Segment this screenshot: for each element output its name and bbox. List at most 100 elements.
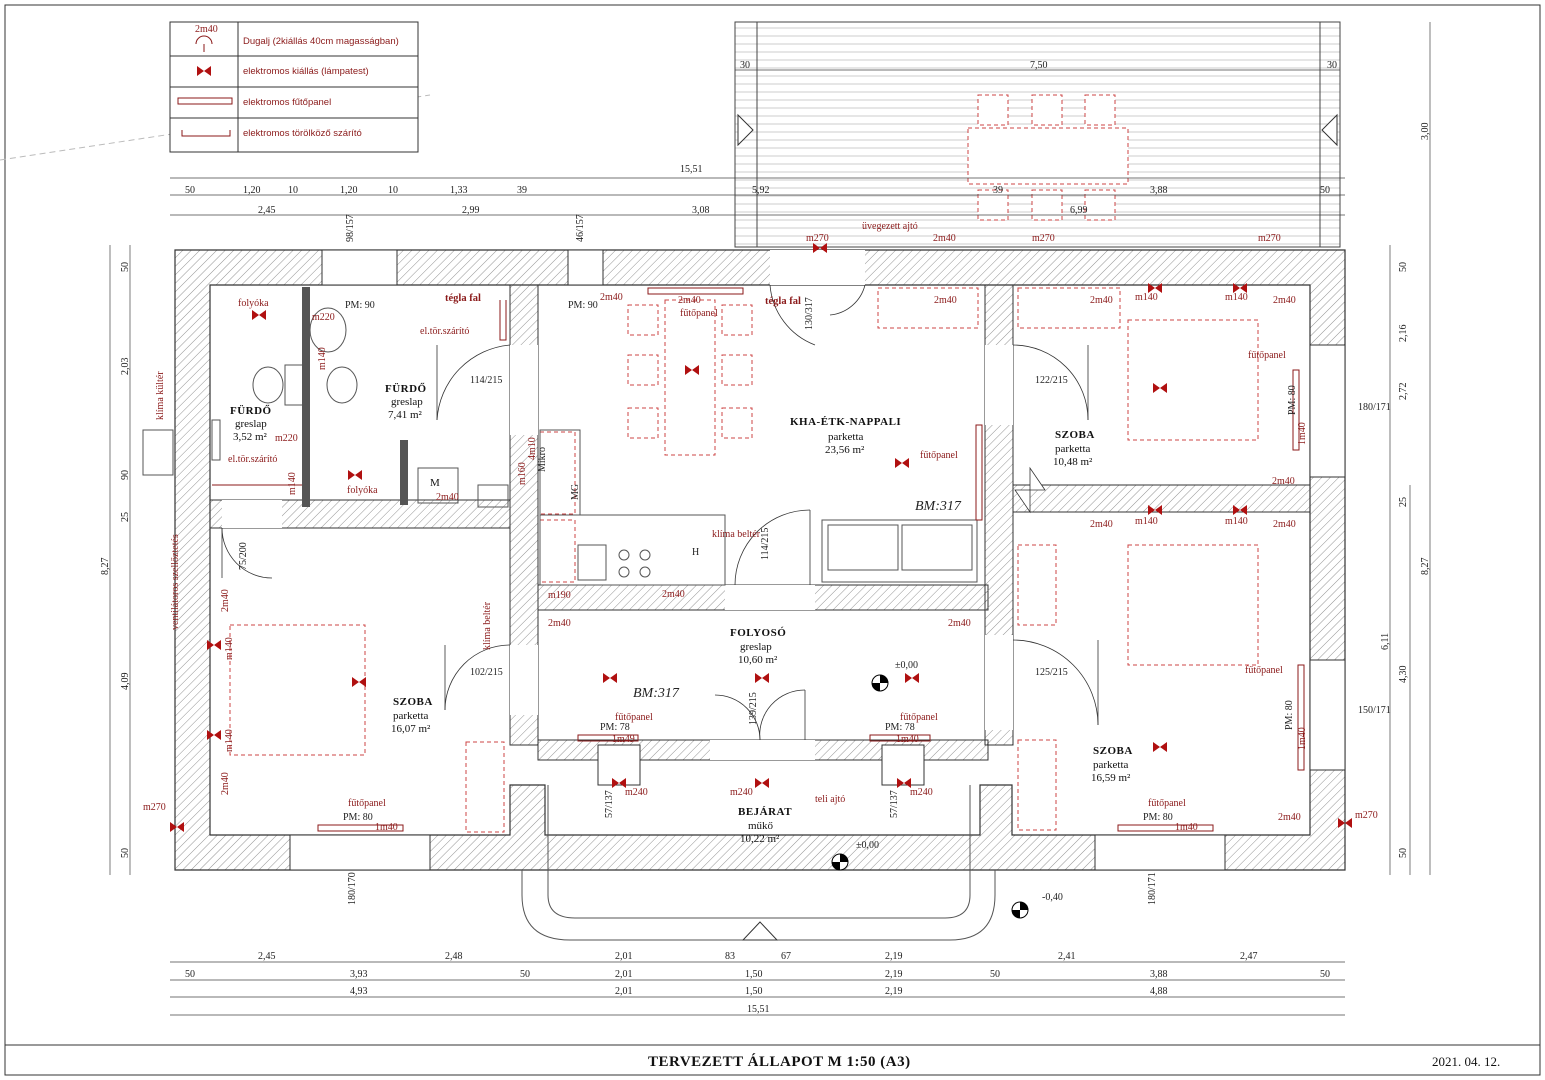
terrace xyxy=(734,21,1341,248)
dim-win-4: 150/171 xyxy=(1358,705,1391,716)
room-name-bath1: FÜRDŐ xyxy=(385,382,427,395)
label-bm-1: BM:317 xyxy=(915,499,962,514)
label-heat-panel-4: fűtőpanel xyxy=(1245,665,1283,676)
bowtie-icon xyxy=(197,66,211,76)
socket-label: 2m40 xyxy=(1090,295,1113,306)
label-heat-panel-5: fűtőpanel xyxy=(615,712,653,723)
label-fridge: H xyxy=(692,547,699,558)
dim-bot3-5: 4,88 xyxy=(1150,986,1168,997)
socket-label: m270 xyxy=(806,233,829,244)
dim-bot3-3: 1,50 xyxy=(745,986,763,997)
socket-label: 2m40 xyxy=(1090,519,1113,530)
dim-top-4: 1,20 xyxy=(340,185,358,196)
dim-top2-2: 2,99 xyxy=(462,205,480,216)
socket-label: 1m40 xyxy=(1175,822,1198,833)
dim-top2-1: 2,45 xyxy=(258,205,276,216)
socket-label: m190 xyxy=(548,590,571,601)
room-floor-entry: műkő xyxy=(748,820,774,832)
label-ac-outdoor: klíma kültér xyxy=(155,371,166,420)
dim-bot2-5: 1,50 xyxy=(745,969,763,980)
dim-win-2: 46/157 xyxy=(575,214,586,242)
dim-bot2-2: 3,93 xyxy=(350,969,368,980)
dim-bot2-3: 50 xyxy=(520,969,530,980)
dim-top-2: 1,20 xyxy=(243,185,261,196)
room-area-room3: 16,59 m² xyxy=(1091,772,1131,784)
socket-label: 2m40 xyxy=(948,618,971,629)
side-dimensions: 50 2,03 90 25 4,09 50 8,27 50 2,16 2,72 … xyxy=(100,262,1431,858)
dim-door-terrace: 130/317 xyxy=(804,297,815,330)
room-name-entry: BEJÁRAT xyxy=(738,806,792,818)
dim-top-5: 10 xyxy=(388,185,398,196)
bottom-dimensions: 2,45 2,48 2,01 83 67 2,19 2,41 2,47 50 3… xyxy=(185,951,1330,1015)
socket-label: 4m10 xyxy=(527,437,538,460)
room-name-room1: SZOBA xyxy=(1055,429,1095,441)
dim-door-bath: 114/215 xyxy=(470,375,502,386)
socket-label: m140 xyxy=(224,637,235,660)
dim-bot-1: 2,45 xyxy=(258,951,276,962)
dim-bot3-4: 2,19 xyxy=(885,986,903,997)
socket-label: 2m40 xyxy=(662,589,685,600)
socket-label: 2m40 xyxy=(678,295,701,306)
dim-left-3: 90 xyxy=(120,470,131,480)
socket-label: 2m40 xyxy=(220,772,231,795)
label-heat-panel-7: fűtőpanel xyxy=(348,798,386,809)
dim-win-6: 57/137 xyxy=(889,790,900,818)
dim-right-4: 25 xyxy=(1398,497,1409,507)
window-pm-1: PM: 90 xyxy=(345,300,375,311)
socket-label: 2m40 xyxy=(1273,519,1296,530)
socket-label: m240 xyxy=(730,787,753,798)
socket-label: 2m40 xyxy=(1278,812,1301,823)
dim-left-2: 2,03 xyxy=(120,358,131,376)
dim-right-2: 2,16 xyxy=(1398,325,1409,343)
dim-right-1: 50 xyxy=(1398,262,1409,272)
room-labels: FÜRDŐ greslap 7,41 m² FÜRDŐ greslap 3,52… xyxy=(230,382,1133,845)
heat-panels xyxy=(212,287,1305,832)
socket-label: m270 xyxy=(1032,233,1055,244)
dim-door-entry: 139/215 xyxy=(748,692,759,725)
socket-labels: 2m40 m270 m270 m270 2m40 2m40 2m40 2m40 … xyxy=(143,233,1378,833)
dim-top-11: 50 xyxy=(1320,185,1330,196)
dim-top-3: 10 xyxy=(288,185,298,196)
dim-top-8: 5,92 xyxy=(752,185,770,196)
legend-label-panel: elektromos fűtőpanel xyxy=(243,97,331,108)
room-floor-bath1: greslap xyxy=(391,396,423,408)
socket-label: 1m40 xyxy=(1297,422,1308,445)
socket-label: m270 xyxy=(1258,233,1281,244)
legend-label-socket: Dugalj (2kiállás 40cm magasságban) xyxy=(243,36,399,47)
dim-top-6: 1,33 xyxy=(450,185,468,196)
kitchen xyxy=(539,429,726,586)
window-pm-8: PM: 80 xyxy=(1143,812,1173,823)
drawing-title: TERVEZETT ÁLLAPOT M 1:50 (A3) xyxy=(648,1053,911,1070)
label-brick-wall-1: tégla fal xyxy=(445,293,481,304)
dim-total-top: 15,51 xyxy=(680,164,703,175)
label-ac-indoor-2: klíma beltér xyxy=(712,529,761,540)
dim-win-8: 180/171 xyxy=(1147,872,1158,905)
room-name-bath2: FÜRDŐ xyxy=(230,404,272,417)
room-area-living: 23,56 m² xyxy=(825,444,865,456)
socket-label: 2m40 xyxy=(220,589,231,612)
socket-label: 2m40 xyxy=(1273,295,1296,306)
opening-dimensions: 114/215 102/215 122/215 125/215 114/215 … xyxy=(238,214,1391,905)
dim-bot-7: 2,41 xyxy=(1058,951,1076,962)
dim-left-1: 50 xyxy=(120,262,131,272)
window-pm-5: PM: 78 xyxy=(600,722,630,733)
dim-top-10: 3,88 xyxy=(1150,185,1168,196)
label-dishwasher: MG xyxy=(570,484,581,500)
dim-right-6: 50 xyxy=(1398,848,1409,858)
dimension-lines xyxy=(109,22,1431,1016)
dim-left-6: 50 xyxy=(120,848,131,858)
room-name-room3: SZOBA xyxy=(1093,745,1133,757)
window-pm-7: PM: 80 xyxy=(343,812,373,823)
legend-label-towel: elektromos törölköző szárító xyxy=(243,128,362,139)
dim-door-szoba-left: 102/215 xyxy=(470,667,503,678)
sofa xyxy=(821,519,978,583)
label-towel-dryer-2: el.tör.szárító xyxy=(228,454,277,465)
socket-label: 2m40 xyxy=(548,618,571,629)
dim-right-3: 2,72 xyxy=(1398,383,1409,401)
dim-bot2-4: 2,01 xyxy=(615,969,633,980)
dim-terrace-mid: 7,50 xyxy=(1030,60,1048,71)
dim-win-5: 57/137 xyxy=(604,790,615,818)
footer: TERVEZETT ÁLLAPOT M 1:50 (A3) 2021. 04. … xyxy=(648,1053,1500,1070)
socket-label: 1m40 xyxy=(375,822,398,833)
room-name-living: KHA-ÉTK-NAPPALI xyxy=(790,416,901,428)
